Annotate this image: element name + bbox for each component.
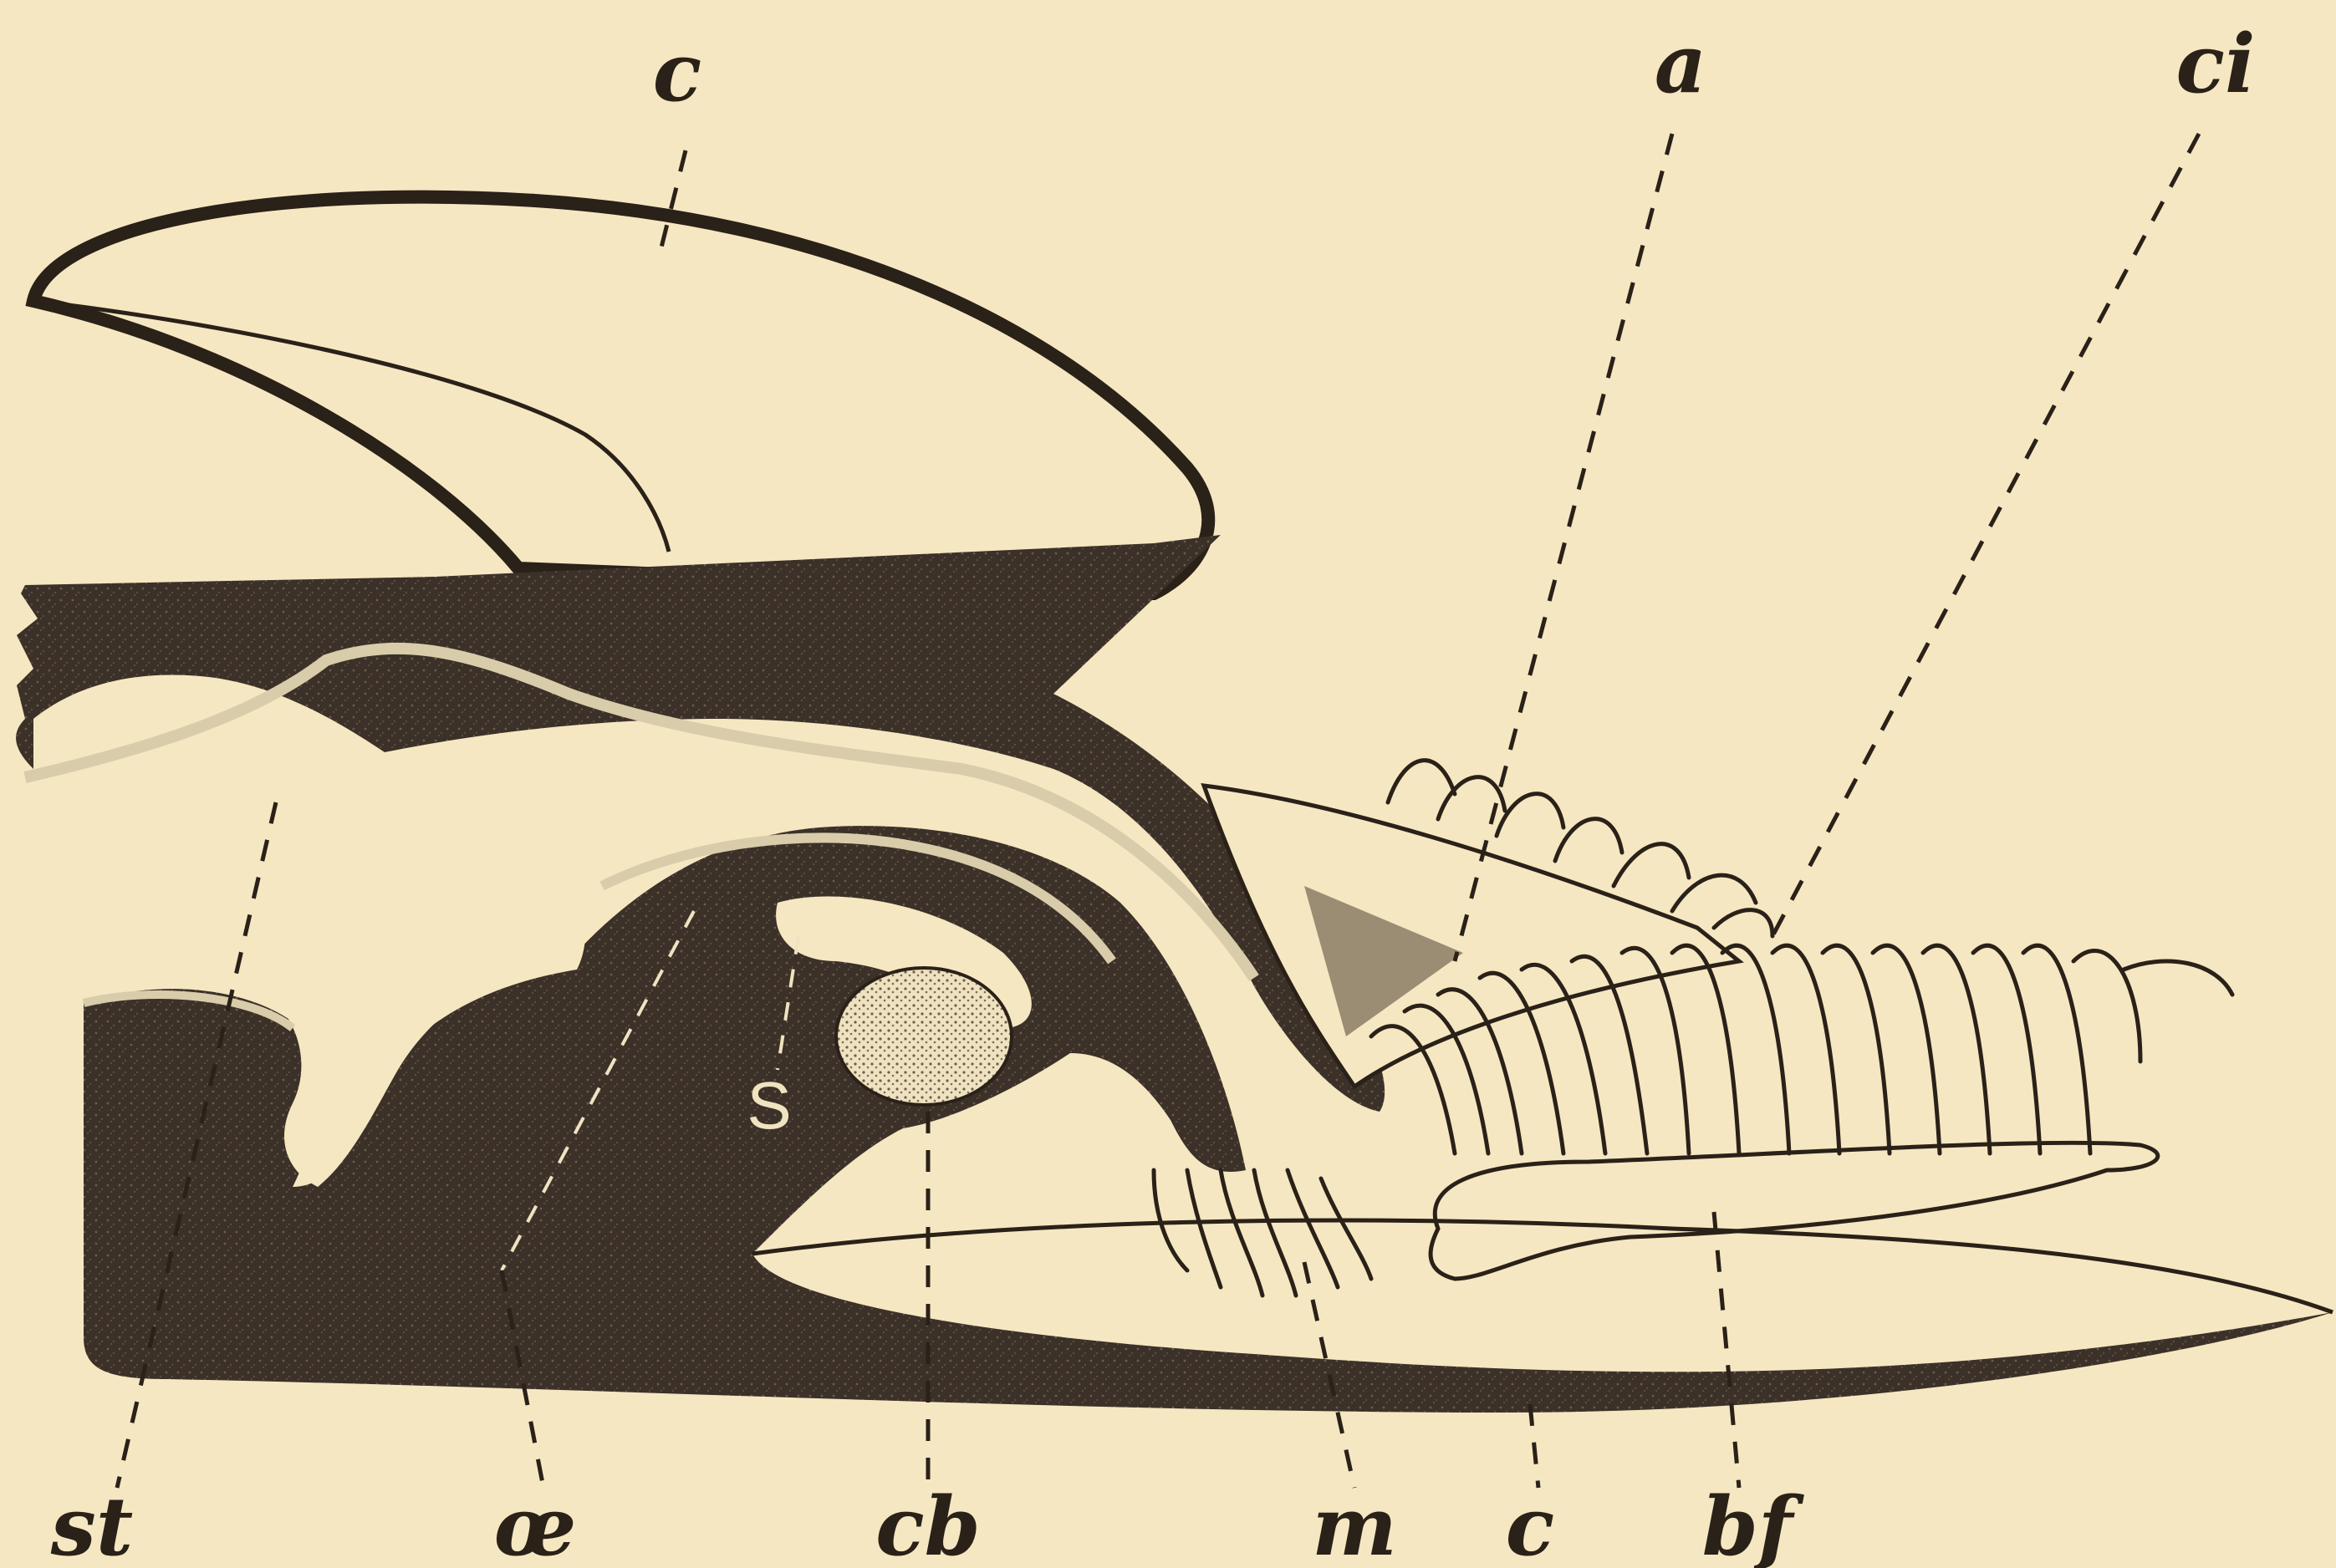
label-ci: ci (2176, 17, 2256, 111)
label-st: st (50, 1479, 133, 1568)
label-oe: œ (494, 1479, 577, 1568)
label-cb: cb (875, 1479, 981, 1568)
label-a: a (1655, 17, 1706, 111)
label-c-bottom: c (1506, 1479, 1554, 1568)
label-m: m (1312, 1479, 1397, 1568)
basal-foot (1431, 1143, 2158, 1279)
label-c-top: c (653, 25, 701, 120)
label-s: S (747, 1068, 791, 1143)
label-bf: bf (1702, 1479, 1805, 1568)
upper-mantle-lobe (33, 197, 1208, 593)
cerebral-ganglion (836, 968, 1012, 1105)
lophophore-sheath (1204, 786, 1739, 1087)
